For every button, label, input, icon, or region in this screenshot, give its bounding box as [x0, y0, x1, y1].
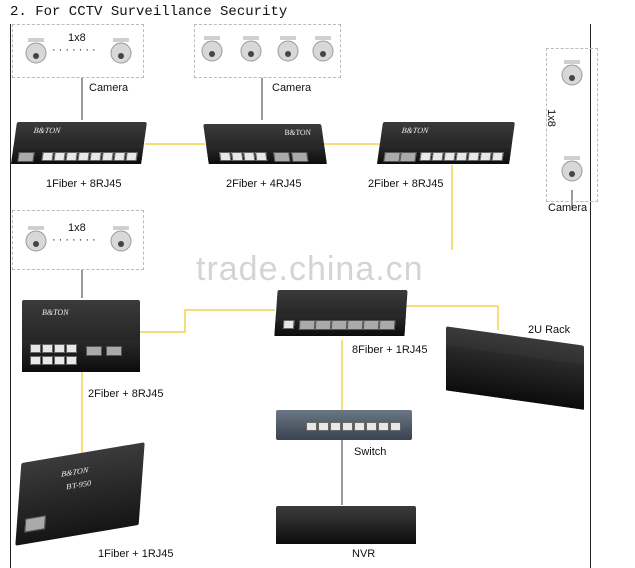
ratio-label-3: 1x8: [544, 109, 557, 127]
camera-icon: [25, 226, 47, 252]
camera-group-2: [194, 24, 341, 78]
label-1fiber-8rj45: 1Fiber + 8RJ45: [46, 178, 122, 190]
camera-icon: [561, 60, 583, 86]
camera-label-2: Camera: [272, 82, 312, 94]
camera-icon: [277, 36, 299, 62]
label-1fiber-1rj45: 1Fiber + 1RJ45: [98, 548, 174, 560]
camera-icon: [25, 38, 47, 64]
camera-group-1: [12, 24, 144, 78]
camera-label-1: Camera: [89, 82, 129, 94]
dots: ·······: [52, 234, 99, 246]
camera-icon: [110, 226, 132, 252]
link-left-center: [140, 309, 275, 333]
model-label: BT-950: [65, 478, 92, 492]
brand-logo: B&TON: [401, 126, 429, 135]
frame-left-line: [10, 24, 11, 568]
converter-2fiber-8rj45-top: B&TON: [377, 122, 515, 164]
label-switch: Switch: [354, 446, 387, 458]
brand-logo: B&TON: [283, 128, 312, 137]
brand-logo: B&TON: [33, 126, 61, 135]
diagram-title: 2. For CCTV Surveillance Security: [10, 4, 288, 20]
converter-1fiber-8rj45: B&TON: [11, 122, 147, 164]
watermark: trade.china.cn: [196, 250, 424, 288]
brand-logo: B&TON: [42, 308, 69, 317]
ratio-label-1: 1x8: [68, 32, 86, 44]
dots: ·······: [52, 44, 99, 56]
label-8fiber-1rj45: 8Fiber + 1RJ45: [352, 344, 428, 356]
label-2fiber-4rj45: 2Fiber + 4RJ45: [226, 178, 302, 190]
converter-2fiber-8rj45-mid: B&TON: [22, 300, 140, 372]
camera-group-3: [546, 48, 598, 202]
camera-icon: [312, 36, 334, 62]
switch-8fiber-1rj45: [274, 290, 408, 336]
camera-label-3: Camera: [548, 202, 588, 214]
label-2fiber-8rj45-top: 2Fiber + 8RJ45: [368, 178, 444, 190]
camera-group-4: [12, 210, 144, 270]
nvr-recorder: [276, 506, 416, 544]
converter-2fiber-4rj45: B&TON: [203, 124, 327, 164]
label-nvr: NVR: [352, 548, 376, 560]
label-2fiber-8rj45-mid: 2Fiber + 8RJ45: [88, 388, 164, 400]
frame-right-line: [590, 24, 591, 568]
camera-icon: [240, 36, 262, 62]
brand-logo: B&TON: [60, 465, 89, 479]
ratio-label-2: 1x8: [68, 222, 86, 234]
camera-icon: [110, 38, 132, 64]
network-switch: [276, 410, 412, 440]
label-rack: 2U Rack: [528, 324, 571, 336]
camera-icon: [201, 36, 223, 62]
camera-icon: [561, 156, 583, 182]
